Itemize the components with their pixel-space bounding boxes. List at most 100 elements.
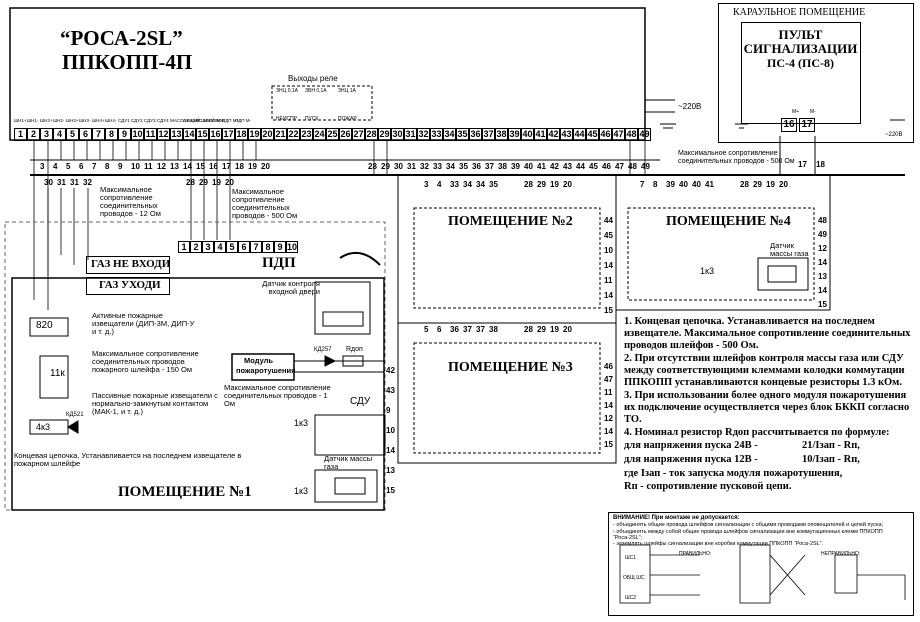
room2-wire-number: 28 xyxy=(524,180,533,189)
wire-number: 6 xyxy=(79,162,84,171)
room1-title: ПОМЕЩЕНИЕ №1 xyxy=(118,484,252,500)
terminal-46: 46 xyxy=(599,128,612,141)
room4-wire-number: 19 xyxy=(766,180,775,189)
diode-kd257: КД257 xyxy=(314,347,332,353)
r4-gas-sensor: Датчик массы газа xyxy=(770,241,809,258)
end-chain-note: Концевая цепочка. Устанавливается на пос… xyxy=(14,451,242,468)
terminal-2: 2 xyxy=(27,128,40,141)
terminal-header-label: СДУ3 xyxy=(144,118,156,123)
terminal-26: 26 xyxy=(339,128,352,141)
terminal-35: 35 xyxy=(456,128,469,141)
room2-wire-number: 33 xyxy=(450,180,459,189)
terminal-19: 19 xyxy=(248,128,261,141)
room3-side-number: 11 xyxy=(604,388,613,397)
terminal-41: 41 xyxy=(534,128,547,141)
passive-detectors-label: Пассивные пожарные извещатели с нормальн… xyxy=(92,391,218,416)
formula-2: для напряжения пуска 12В -10/Iзап - Rп, xyxy=(624,454,914,467)
room2-wire-number: 29 xyxy=(537,180,546,189)
room1-side-number: 43 xyxy=(386,386,395,395)
relay-name-fire: ПОЖАР xyxy=(338,116,357,122)
terminal-28: 28 xyxy=(365,128,378,141)
room2-side-number: 15 xyxy=(604,306,613,315)
wire-number: 29 xyxy=(381,162,390,171)
wire-number: 10 xyxy=(131,162,140,171)
room4-wire-number: 40 xyxy=(679,180,688,189)
resistor-rdop: Rдоп xyxy=(346,346,363,353)
wire-number: 32 xyxy=(420,162,429,171)
wire-number: 4 xyxy=(53,162,58,171)
panel-term-label-plus: М+ xyxy=(792,109,800,115)
guard-wire-17: 17 xyxy=(798,160,807,169)
pdp-terminal: 2 xyxy=(190,241,202,253)
formula-1-right: 21/Iзап - Rп, xyxy=(802,440,860,451)
relay-sub-2: ЗВН 0,1А xyxy=(305,88,327,94)
detector-820: 820 xyxy=(36,320,53,331)
wire-number: 20 xyxy=(261,162,270,171)
terminal-17: 17 xyxy=(222,128,235,141)
terminal-13: 13 xyxy=(170,128,183,141)
r1-wire-28: 28 xyxy=(186,178,195,187)
formula-where-1: где Iзап - ток запуска модуля пожаротуше… xyxy=(624,468,843,479)
r1-wire-30: 30 xyxy=(44,178,53,187)
pdp-terminal: 4 xyxy=(214,241,226,253)
room4-wire-number: 28 xyxy=(740,180,749,189)
wire-number: 12 xyxy=(157,162,166,171)
pdp-terminal: 3 xyxy=(202,241,214,253)
terminal-header-label: МАССА ГАЗА xyxy=(170,118,199,123)
r1-resistor-1k3-a: 1к3 xyxy=(294,418,308,428)
room3-side-number: 47 xyxy=(604,375,613,384)
guard-wire-18: 18 xyxy=(816,160,825,169)
relay-sub-1: ЗНЦ 0,1А xyxy=(276,88,299,94)
terminal-12: 12 xyxy=(157,128,170,141)
room4-title: ПОМЕЩЕНИЕ №4 xyxy=(666,214,791,229)
warning-item-2: - объединять между собой общие провода ш… xyxy=(613,529,883,541)
room4-side-number: 49 xyxy=(818,230,827,239)
terminal-header-label: ШН3- xyxy=(79,118,91,123)
relay-sub-3: ЗНЦ 1А xyxy=(338,88,356,94)
panel-line2: СИГНАЛИЗАЦИИ xyxy=(743,41,858,56)
sign-gas-leave-text: ГАЗ УХОДИ xyxy=(99,279,161,291)
terminal-4: 4 xyxy=(53,128,66,141)
terminal-21: 21 xyxy=(274,128,287,141)
formula-where-2: Rп - сопротивление пусковой цепи. xyxy=(624,481,792,492)
room3-wire-number: 20 xyxy=(563,325,572,334)
room4-wire-number: 29 xyxy=(753,180,762,189)
terminal-20: 20 xyxy=(261,128,274,141)
room1-side-number: 42 xyxy=(386,366,395,375)
warning-right-label: ПРАВИЛЬНО: xyxy=(679,551,712,557)
terminal-25: 25 xyxy=(326,128,339,141)
terminal-23: 23 xyxy=(300,128,313,141)
terminal-header-label: ПДП М+ xyxy=(222,118,240,123)
terminal-33: 33 xyxy=(430,128,443,141)
wire-number: 14 xyxy=(183,162,192,171)
terminal-10: 10 xyxy=(131,128,144,141)
room2-side-number: 14 xyxy=(604,291,613,300)
wire-number: 30 xyxy=(394,162,403,171)
terminal-6: 6 xyxy=(79,128,92,141)
terminal-45: 45 xyxy=(586,128,599,141)
room3-wire-number: 37 xyxy=(476,325,485,334)
relay-name-start: ПУСК xyxy=(305,116,319,122)
room4-wire-number: 39 xyxy=(666,180,675,189)
wire-number: 49 xyxy=(641,162,650,171)
wire-number: 5 xyxy=(66,162,71,171)
terminal-11: 11 xyxy=(144,128,157,141)
wire-number: 28 xyxy=(368,162,377,171)
wire-number: 8 xyxy=(105,162,110,171)
terminal-15: 15 xyxy=(196,128,209,141)
terminal-37: 37 xyxy=(482,128,495,141)
terminal-29: 29 xyxy=(378,128,391,141)
warning-item-3: - заземлять шлейфы сигнализации вне коро… xyxy=(613,541,824,547)
terminal-header-label: ШН3+ xyxy=(66,118,79,123)
wire-number: 19 xyxy=(248,162,257,171)
terminal-27: 27 xyxy=(352,128,365,141)
room3-wire-number: 28 xyxy=(524,325,533,334)
room2-wire-number: 3 xyxy=(424,180,429,189)
room1-side-number: 13 xyxy=(386,466,395,475)
room4-wire-number: 40 xyxy=(692,180,701,189)
pdp-terminal: 5 xyxy=(226,241,238,253)
wire-number: 34 xyxy=(446,162,455,171)
module-line1: Модуль xyxy=(244,356,274,365)
res-note-150: Максимальное сопротивление соединительны… xyxy=(92,349,199,374)
warning-item-1: - объединять общие провода шлейфов сигна… xyxy=(613,522,884,528)
